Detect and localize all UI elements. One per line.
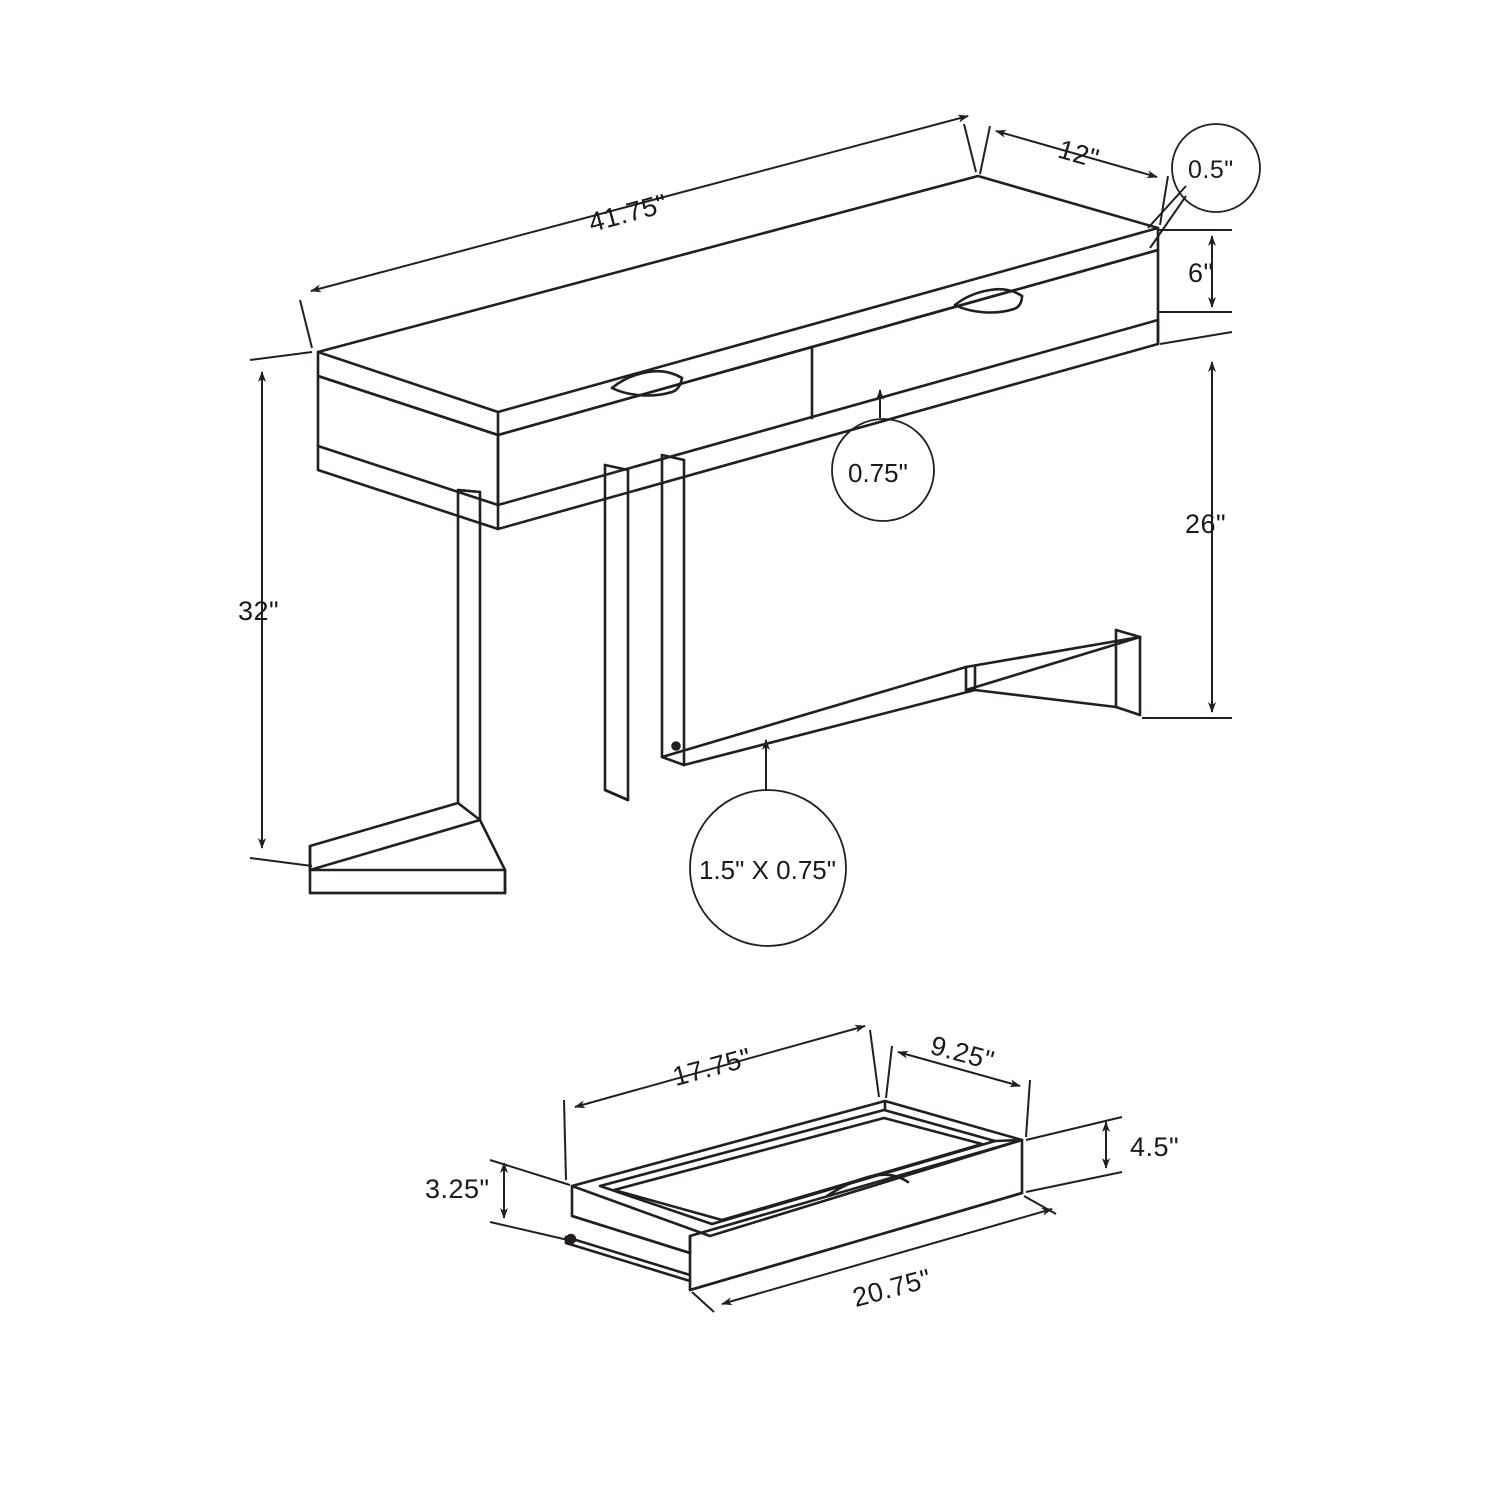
drawer-dimension-lines	[489, 1024, 1123, 1313]
dim-label-apron-thickness: 0.75"	[848, 458, 908, 488]
dim-label-drawer-front-height: 6"	[1188, 258, 1214, 288]
table-dimension-lines	[249, 114, 1261, 947]
console-table-geometry	[308, 174, 1160, 895]
dim-label-box-height: 3.25"	[425, 1174, 490, 1204]
drawer-geometry	[564, 1099, 1024, 1292]
dim-label-leg-profile: 1.5" X 0.75"	[699, 855, 836, 885]
dim-label-height-to-apron: 26"	[1185, 509, 1227, 539]
dim-label-top-thickness: 0.5"	[1188, 156, 1234, 184]
dim-label-overall-height: 32"	[238, 596, 280, 626]
dim-label-front-height: 4.5"	[1130, 1132, 1180, 1162]
